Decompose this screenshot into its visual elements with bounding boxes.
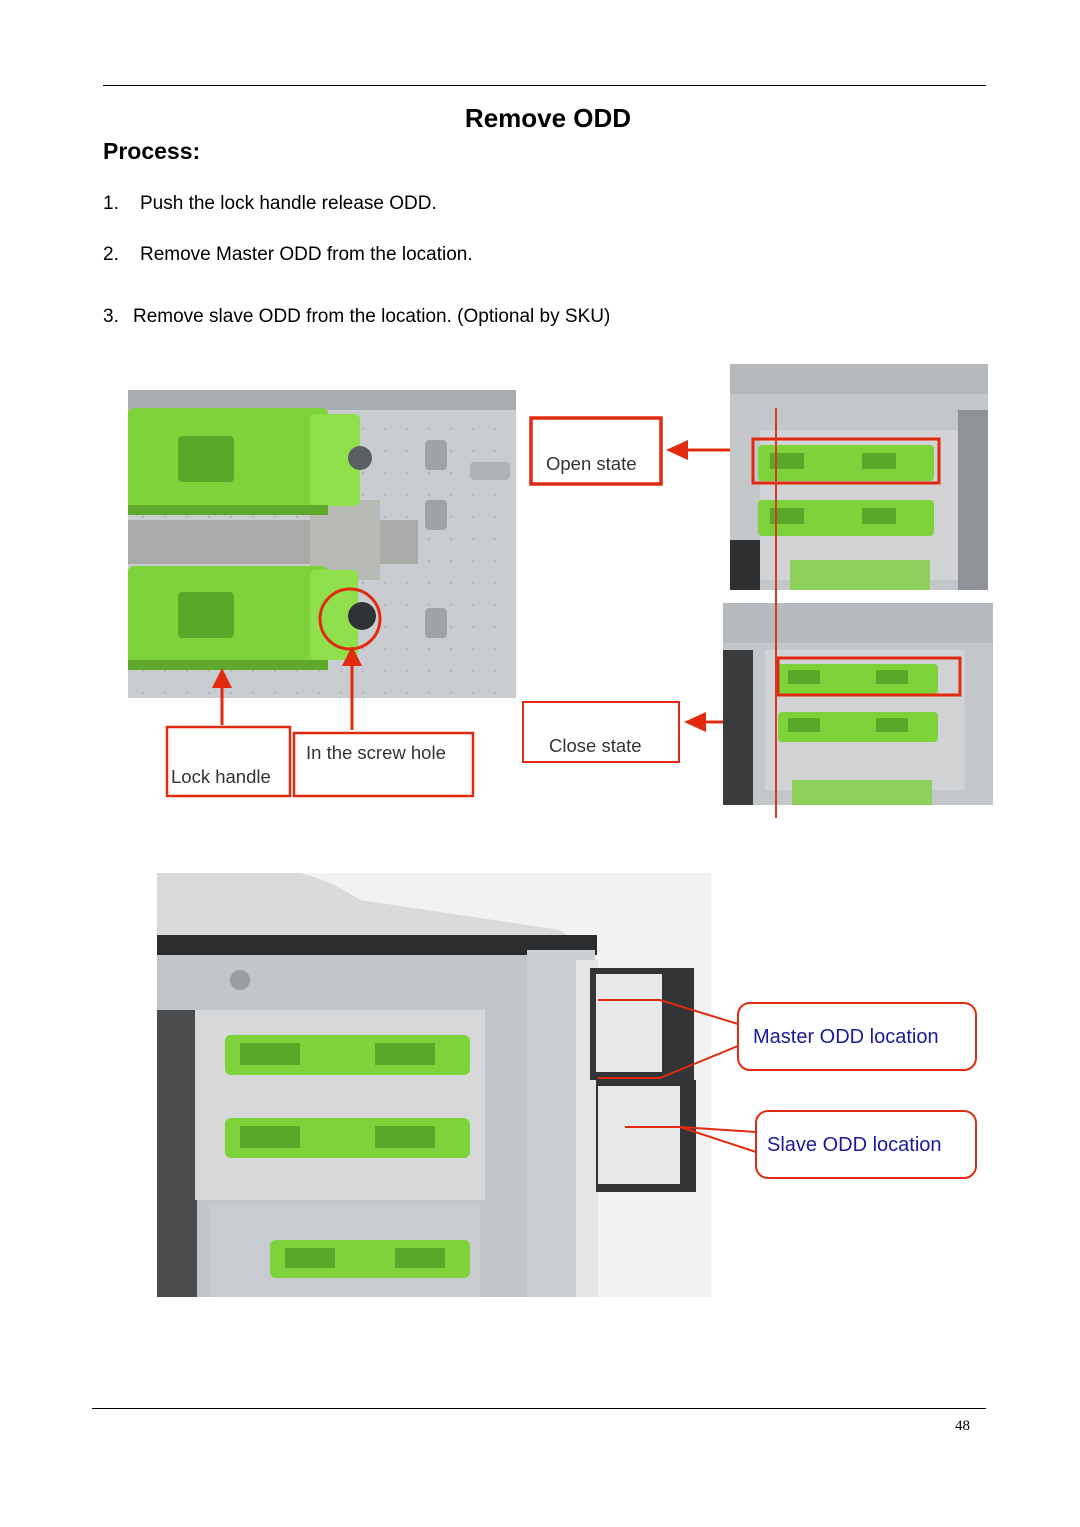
lock-handle-label-box <box>165 725 292 798</box>
chassis-photo <box>157 873 711 1297</box>
page-title: Remove ODD <box>464 103 632 133</box>
open-state-photo <box>730 364 988 590</box>
arrow-icon <box>666 440 688 460</box>
header-rule <box>103 85 986 86</box>
step-number: 2. <box>103 244 119 265</box>
screw-hole-label: In the screw hole <box>306 742 446 763</box>
slave-odd-label: Slave ODD location <box>767 1134 942 1156</box>
step-number: 1. <box>103 193 119 214</box>
page-number: 48 <box>955 1418 970 1434</box>
master-odd-label: Master ODD location <box>753 1026 939 1048</box>
arrow-icon <box>342 646 362 666</box>
step-1: 1. Push the lock handle release ODD. <box>103 193 437 215</box>
slave-odd-callout: Slave ODD location <box>625 1110 977 1179</box>
step-text: Push the lock handle release ODD. <box>140 193 437 214</box>
footer-rule <box>92 1408 986 1409</box>
close-state-label: Close state <box>549 735 642 756</box>
closeup-annotations <box>212 587 382 730</box>
screw-hole-highlight <box>318 587 382 651</box>
step-text: Remove Master ODD from the location. <box>140 244 473 265</box>
open-state-label: Open state <box>546 453 637 474</box>
section-heading: Process: <box>103 138 201 164</box>
screw-hole-label-box <box>292 731 475 798</box>
master-odd-callout: Master ODD location <box>598 999 977 1079</box>
close-state-label-box <box>522 701 680 763</box>
step-2: 2. Remove Master ODD from the location. <box>103 244 473 266</box>
step-text: Remove slave ODD from the location. (Opt… <box>133 306 611 327</box>
open-state-label-box <box>529 416 663 486</box>
closeup-photo <box>128 390 516 698</box>
step-number: 3. <box>103 306 119 327</box>
step-3: 3. Remove slave ODD from the location. (O… <box>103 306 610 328</box>
lock-handle-label: Lock handle <box>171 766 271 787</box>
arrow-icon <box>684 712 706 732</box>
arrow-icon <box>212 668 232 688</box>
close-state-photo <box>723 603 993 805</box>
